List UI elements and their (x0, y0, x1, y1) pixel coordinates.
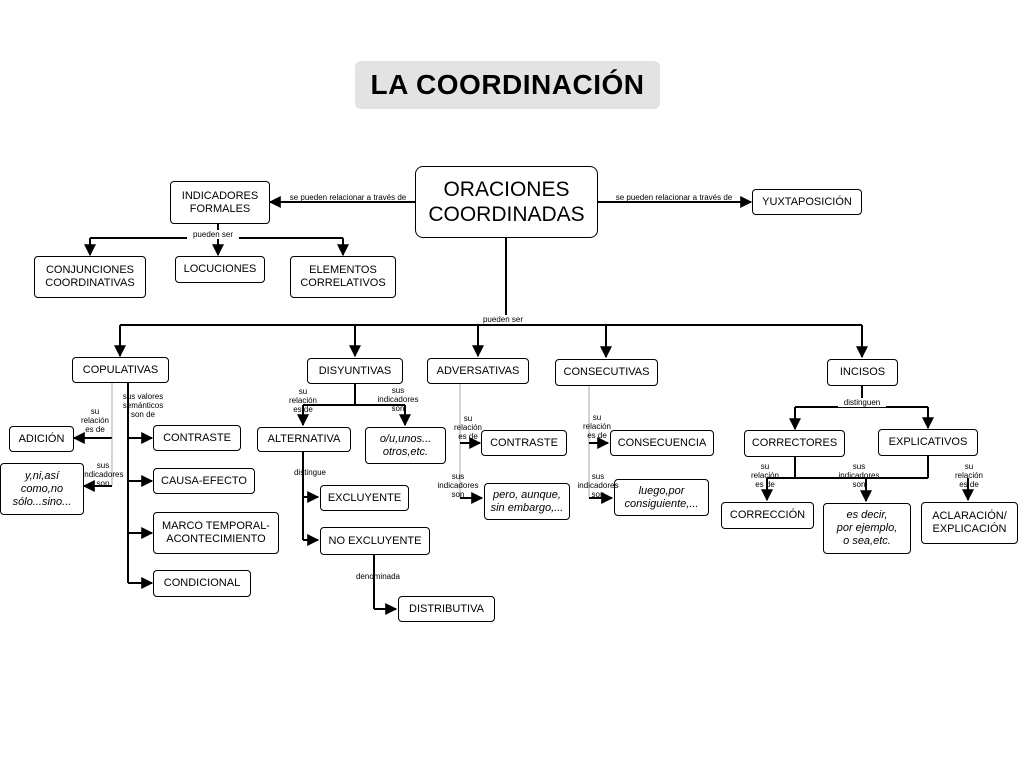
label-cop-indicadores: sus indicadores son (82, 461, 124, 488)
node-condicional: CONDICIONAL (153, 570, 251, 597)
node-no-excluyente: NO EXCLUYENTE (320, 527, 430, 555)
node-indicadores-formales: INDICADORES FORMALES (170, 181, 270, 224)
node-adicion: ADICIÓN (9, 426, 74, 452)
label-inc-indicadores: sus indicadores son (838, 462, 880, 489)
node-alternativa: ALTERNATIVA (257, 427, 351, 452)
label-con-su-relacion: su relación es de (582, 413, 611, 440)
node-o-u: o/u,unos... otros,etc. (365, 427, 446, 464)
node-disyuntivas: DISYUNTIVAS (307, 358, 403, 384)
label-cop-valores: sus valores semánticos son de (122, 392, 164, 419)
node-pero-aunque: pero, aunque, sin embargo,... (484, 483, 570, 520)
label-relacionar-left: se pueden relacionar a través de (289, 193, 407, 202)
label-dis-indicadores: sus indicadores son (377, 386, 419, 413)
label-pueden-ser-top: pueden ser (187, 230, 239, 239)
node-contraste-adversativas: CONTRASTE (481, 430, 567, 456)
node-aclaracion-explicacion: ACLARACIÓN/ EXPLICACIÓN (921, 502, 1018, 544)
label-relacionar-right: se pueden relacionar a través de (615, 193, 733, 202)
label-denominada: denominada (355, 572, 401, 581)
node-conjunciones-coordinativas: CONJUNCIONES COORDINATIVAS (34, 256, 146, 298)
node-consecutivas: CONSECUTIVAS (555, 359, 658, 386)
node-es-decir: es decir, por ejemplo, o sea,etc. (823, 503, 911, 554)
label-adv-indicadores: sus indicadores son (437, 472, 479, 499)
node-adversativas: ADVERSATIVAS (427, 358, 529, 384)
node-excluyente: EXCLUYENTE (320, 485, 409, 511)
node-oraciones-coordinadas: ORACIONES COORDINADAS (415, 166, 598, 238)
label-cop-su-relacion: su relación es de (80, 407, 109, 434)
label-distinguen: distinguen (838, 398, 886, 407)
label-distingue: distingue (293, 468, 327, 477)
node-explicativos: EXPLICATIVOS (878, 429, 978, 456)
label-con-indicadores: sus indicadores son (577, 472, 619, 499)
node-contraste-copulativas: CONTRASTE (153, 425, 241, 451)
node-correctores: CORRECTORES (744, 430, 845, 457)
node-correccion: CORRECCIÓN (721, 502, 814, 529)
label-pueden-ser-main: pueden ser (477, 315, 529, 324)
label-inc-su-relacion-left: su relación es de (750, 462, 779, 489)
node-marco-temporal: MARCO TEMPORAL- ACONTECIMIENTO (153, 512, 279, 554)
page-title: LA COORDINACIÓN (355, 61, 660, 109)
node-locuciones: LOCUCIONES (175, 256, 265, 283)
node-distributiva: DISTRIBUTIVA (398, 596, 495, 622)
label-adv-su-relacion: su relación es de (453, 414, 482, 441)
node-luego-por-consiguiente: luego,por consiguiente,... (614, 479, 709, 516)
label-dis-su-relacion: su relación es de (288, 387, 317, 414)
label-inc-su-relacion-right: su relación es de (954, 462, 983, 489)
node-causa-efecto: CAUSA-EFECTO (153, 468, 255, 494)
node-yuxtaposicion: YUXTAPOSICIÓN (752, 189, 862, 215)
node-consecuencia: CONSECUENCIA (610, 430, 714, 456)
node-copulativas: COPULATIVAS (72, 357, 169, 383)
node-elementos-correlativos: ELEMENTOS CORRELATIVOS (290, 256, 396, 298)
node-incisos: INCISOS (827, 359, 898, 386)
node-y-ni-asi: y,ni,así como,no sólo...sino... (0, 463, 84, 515)
